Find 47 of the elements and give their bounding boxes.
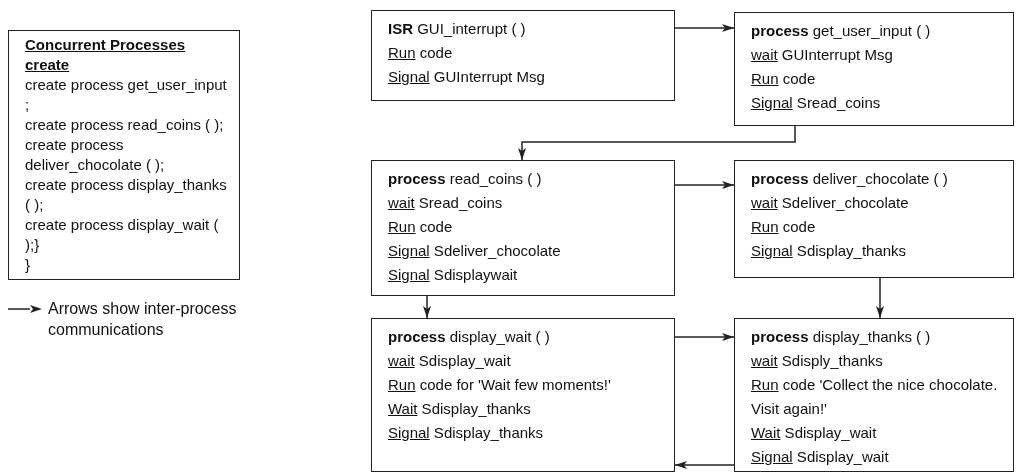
code-line: create process read_coins ( ); xyxy=(25,115,225,135)
code-line: Signal Sread_coins xyxy=(751,93,882,113)
code-listing-box xyxy=(8,30,240,280)
process-box xyxy=(371,318,675,472)
code-line: Wait Sdisplay_thanks xyxy=(388,399,532,419)
process-box xyxy=(734,12,1014,126)
code-line: Signal Sdeliver_chocolate xyxy=(388,241,562,261)
legend-text: Arrows show inter-process communications xyxy=(48,299,238,340)
code-line: create process display_thanks ( ); xyxy=(25,175,228,215)
arrow xyxy=(518,125,796,161)
code-line: Signal Sdisplay_thanks xyxy=(388,423,545,443)
process-title: process read_coins ( ) xyxy=(388,169,543,189)
code-line: wait Sdeliver_chocolate xyxy=(751,193,910,213)
code-line: Signal Sdisplay_thanks xyxy=(751,241,908,261)
arrow xyxy=(674,333,735,341)
code-line: } xyxy=(25,255,31,275)
arrow xyxy=(674,181,735,189)
process-title: process display_wait ( ) xyxy=(388,327,551,347)
process-title: process deliver_chocolate ( ) xyxy=(751,169,949,189)
process-box xyxy=(734,318,1014,472)
process-title: process get_user_input ( ) xyxy=(751,21,932,41)
code-line: create process display_wait ( );} xyxy=(25,215,220,255)
arrow xyxy=(876,277,884,319)
code-line: Run code for 'Wait few moments!' xyxy=(388,375,612,395)
process-title: ISR GUI_interrupt ( ) xyxy=(388,19,527,39)
code-line: Run code xyxy=(388,43,454,63)
code-line: create process deliver_chocolate ( ); xyxy=(25,135,166,175)
arrow xyxy=(423,295,431,319)
arrow xyxy=(674,461,735,469)
code-line: Signal GUInterrupt Msg xyxy=(388,67,546,87)
process-box xyxy=(371,160,675,296)
code-line: wait Sdisply_thanks xyxy=(751,351,884,371)
code-line: wait Sdisplay_wait xyxy=(388,351,512,371)
code-line: wait Sread_coins xyxy=(388,193,504,213)
code-line: Signal Sdisplaywait xyxy=(388,265,519,285)
code-line: Run code xyxy=(751,69,817,89)
arrow xyxy=(674,24,735,32)
code-line: Run code 'Collect the nice chocolate. Visit again!' xyxy=(751,375,999,419)
code-line: Signal Sdisplay_wait xyxy=(751,447,890,467)
code-line: create process get_user_input ; xyxy=(25,75,228,115)
process-title: process display_thanks ( ) xyxy=(751,327,932,347)
process-box xyxy=(371,10,675,101)
code-line: Run code xyxy=(751,217,817,237)
code-line: Run code xyxy=(388,217,454,237)
code-line: Wait Sdisplay_wait xyxy=(751,423,878,443)
process-box xyxy=(734,160,1014,278)
code-line: wait GUInterrupt Msg xyxy=(751,45,894,65)
